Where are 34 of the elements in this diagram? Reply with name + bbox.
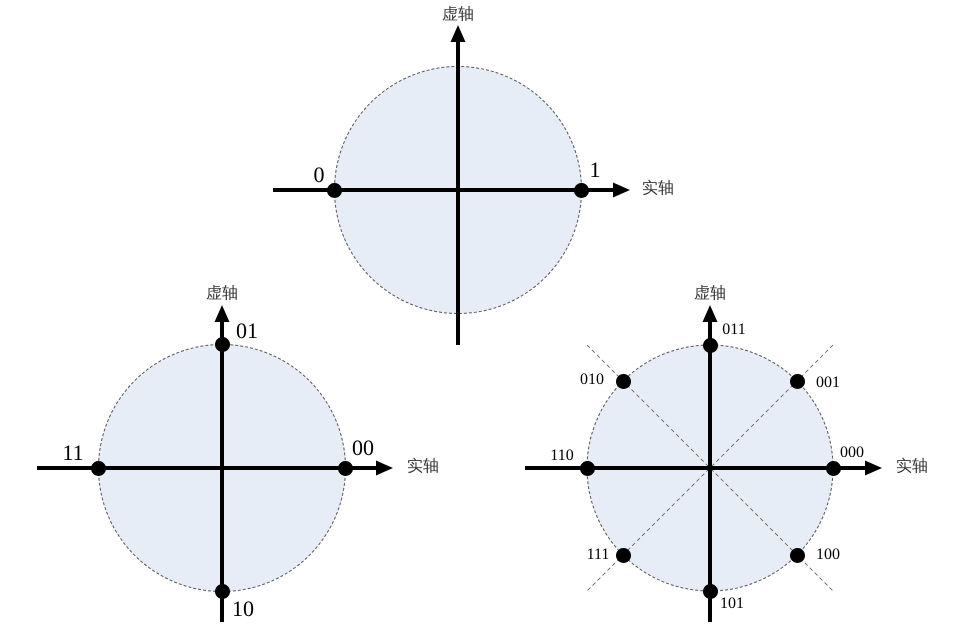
point-label: 110	[550, 448, 574, 464]
point-label: 10	[232, 598, 254, 620]
point-label: 100	[816, 547, 840, 563]
constellation-point	[214, 584, 230, 599]
constellation-point	[702, 584, 718, 598]
point-label: 001	[816, 375, 840, 391]
axis-label: 虚轴	[694, 285, 726, 301]
constellation-point	[214, 337, 230, 352]
constellation-point	[91, 460, 106, 476]
point-label: 000	[840, 445, 864, 461]
point-label: 11	[62, 442, 84, 464]
constellation-point	[790, 548, 804, 562]
point-label: 00	[352, 437, 374, 459]
constellation-point	[327, 182, 342, 198]
point-label: 01	[236, 320, 258, 342]
constellation-point	[616, 374, 630, 388]
constellation-point	[790, 374, 804, 388]
axis-label: 虚轴	[442, 6, 474, 22]
axis-label: 实轴	[642, 180, 674, 196]
constellation-point	[580, 460, 594, 476]
point-label: 111	[586, 547, 610, 563]
point-label: 101	[720, 596, 744, 612]
axis-label: 实轴	[407, 458, 439, 474]
point-label: 011	[722, 322, 746, 338]
constellation-point	[574, 182, 589, 198]
constellation-point	[338, 460, 353, 476]
axis-label: 虚轴	[206, 285, 238, 301]
point-label: 1	[590, 159, 600, 181]
point-label: 0	[314, 164, 324, 186]
constellation-point	[616, 548, 630, 562]
axis-label: 实轴	[896, 458, 928, 474]
point-label: 010	[580, 372, 604, 388]
constellation-point	[702, 338, 718, 352]
constellation-point	[826, 460, 840, 476]
